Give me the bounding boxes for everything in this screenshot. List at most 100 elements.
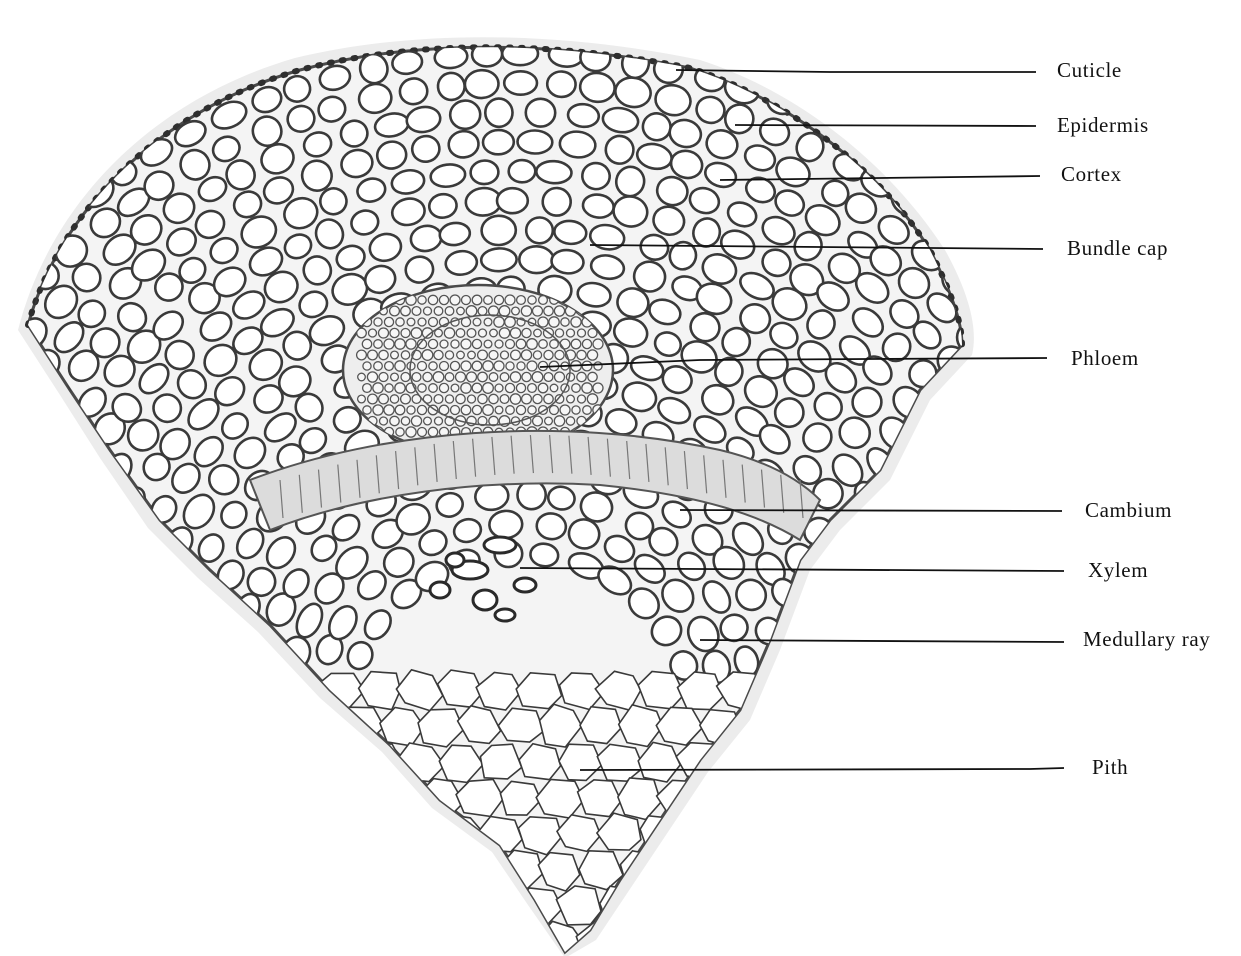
phloem-cell — [412, 307, 421, 316]
phloem-cell — [571, 339, 581, 349]
cortex-cell — [85, 544, 119, 581]
cortex-cell — [1010, 248, 1049, 287]
pith-cell — [339, 851, 382, 887]
pith-cell — [499, 925, 543, 956]
phloem-cell — [439, 295, 448, 304]
phloem-cell — [483, 405, 494, 416]
phloem-cell — [456, 372, 466, 382]
cortex-cell — [546, 71, 576, 98]
phloem-cell — [594, 362, 602, 370]
cortex-cell — [187, 626, 220, 660]
cortex-cell — [954, 475, 989, 511]
phloem-cell — [479, 329, 487, 337]
cortex-cell — [856, 645, 889, 684]
phloem-cell — [506, 340, 515, 349]
phloem-cell — [522, 328, 531, 337]
cortex-cell — [0, 407, 21, 446]
pith-cell — [319, 816, 362, 853]
cortex-cell — [33, 618, 65, 655]
phloem-cell — [472, 405, 481, 414]
cortex-cell — [986, 471, 1025, 514]
phloem-cell — [435, 417, 443, 425]
phloem-cell — [489, 351, 498, 360]
pith-cell — [317, 744, 363, 782]
cortex-cell — [180, 659, 213, 695]
cortex-cell — [869, 579, 902, 614]
phloem-cell — [567, 329, 575, 337]
phloem-cell — [538, 317, 548, 327]
phloem-cell — [456, 394, 465, 403]
phloem-cell — [490, 329, 498, 337]
phloem-cell — [395, 339, 405, 349]
cortex-cell — [20, 407, 56, 445]
pith-cell — [658, 922, 700, 956]
phloem-cell — [379, 394, 389, 404]
phloem-cell — [406, 427, 416, 437]
cortex-cell — [1179, 544, 1208, 576]
cortex-cell — [991, 316, 1027, 352]
phloem-cell — [516, 339, 526, 349]
phloem-cell — [588, 372, 597, 381]
phloem-cell — [478, 350, 488, 360]
phloem-cell — [593, 339, 603, 349]
cortex-cell — [94, 624, 127, 655]
cortex-cell — [948, 231, 987, 269]
xylem-vessel — [473, 590, 497, 610]
phloem-cell — [401, 351, 409, 359]
cortex-cell — [889, 545, 922, 584]
phloem-cell — [489, 394, 498, 403]
cortex-cell — [497, 188, 528, 213]
xylem-vessel — [446, 553, 464, 567]
phloem-cell — [380, 417, 388, 425]
xylem-vessel — [514, 578, 536, 592]
cortex-cell — [929, 177, 970, 217]
phloem-cell — [407, 318, 415, 326]
pith-cell — [699, 852, 742, 888]
cortex-cell — [145, 557, 180, 595]
cortex-cell — [1033, 273, 1073, 313]
cortex-cell — [0, 475, 17, 508]
cortex-cell — [0, 508, 3, 549]
phloem-cell — [516, 383, 525, 392]
cortex-cell — [945, 404, 988, 449]
phloem-cell — [550, 384, 558, 392]
phloem-cell — [429, 318, 438, 327]
cortex-cell — [1068, 433, 1107, 473]
label-medullary-ray: Medullary ray — [1083, 629, 1210, 650]
cortex-cell — [0, 613, 1, 648]
cortex-cell — [976, 614, 1005, 650]
phloem-cell — [494, 361, 504, 371]
pith-cell — [759, 743, 803, 782]
cortex-cell — [83, 477, 118, 515]
cortex-cell — [0, 444, 35, 481]
phloem-cell — [445, 373, 454, 382]
phloem-cell — [521, 306, 531, 316]
cortex-cell — [437, 72, 466, 102]
cortex-cell — [464, 69, 499, 99]
cortex-cell — [219, 631, 248, 665]
phloem-cell — [472, 361, 482, 371]
phloem-cell — [505, 317, 516, 328]
phloem-cell — [494, 317, 504, 327]
label-xylem: Xylem — [1088, 560, 1148, 581]
phloem-cell — [385, 362, 394, 371]
phloem-cell — [429, 384, 438, 393]
phloem-cell — [418, 384, 426, 392]
cortex-cell — [1061, 307, 1099, 345]
phloem-cell — [451, 384, 459, 392]
phloem-cell — [495, 406, 503, 414]
cortex-cell — [124, 626, 157, 665]
cortex-cell — [0, 549, 20, 581]
pith-cell — [757, 889, 804, 926]
phloem-cell — [422, 350, 433, 361]
xylem-vessel — [484, 537, 516, 553]
cortex-cell — [996, 573, 1028, 610]
cortex-cell — [1021, 409, 1060, 450]
phloem-cell — [418, 318, 426, 326]
phloem-cell — [566, 417, 574, 425]
phloem-cell — [473, 318, 481, 326]
phloem-cell — [423, 372, 432, 381]
cortex-cell — [40, 587, 71, 621]
phloem-cell — [379, 350, 388, 359]
